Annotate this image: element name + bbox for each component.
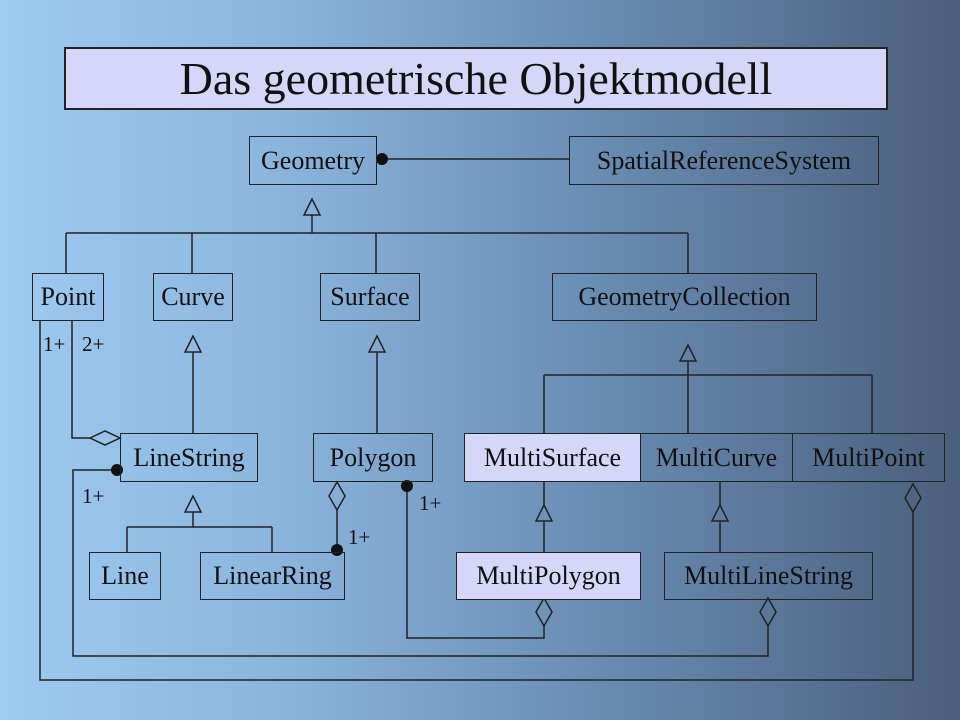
generalization-triangle-multisurface <box>534 503 554 522</box>
multiplicity-linestring-multilinestring: 1+ <box>82 484 105 508</box>
association-dot-geometry <box>376 153 388 165</box>
aggregation-diamond-polygon <box>328 480 346 512</box>
generalization-triangle-curve <box>183 334 203 353</box>
association-dot-linearring <box>331 544 343 556</box>
generalization-triangle-multicurve <box>710 503 730 522</box>
generalization-triangle-linestring <box>183 494 203 513</box>
class-spatial-reference-system: SpatialReferenceSystem <box>569 136 879 185</box>
aggregation-point-multipoint <box>39 321 914 681</box>
aggregation-diamond-multipolygon <box>535 596 553 628</box>
generalization-triangle-collection <box>678 343 698 362</box>
multiplicity-point-linestring: 1+ <box>43 332 66 356</box>
aggregation-point-linestring <box>71 321 90 439</box>
association-dot-polygon <box>401 480 413 492</box>
generalization-geometry <box>65 215 689 273</box>
class-multi-point: MultiPoint <box>792 433 945 482</box>
aggregation-diamond-linestring <box>88 430 122 446</box>
class-line-string: LineString <box>120 433 258 482</box>
aggregation-linestring-multilinestring <box>72 469 769 657</box>
page-title: Das geometrische Objektmodell <box>64 47 888 110</box>
class-multi-line-string: MultiLineString <box>664 552 873 600</box>
class-surface: Surface <box>320 273 420 321</box>
multiplicity-linearring-polygon: 1+ <box>348 525 371 549</box>
class-geometry: Geometry <box>249 136 377 185</box>
class-linear-ring: LinearRing <box>200 552 345 600</box>
generalization-linestring <box>126 512 273 552</box>
class-geometry-collection: GeometryCollection <box>552 273 817 321</box>
multiplicity-polygon-multipolygon: 1+ <box>419 491 442 515</box>
class-point: Point <box>32 273 104 321</box>
multiplicity-linestring-points: 2+ <box>82 332 105 356</box>
class-curve: Curve <box>153 273 233 321</box>
aggregation-diamond-multilinestring <box>759 596 777 628</box>
generalization-collection <box>543 361 873 433</box>
class-multi-surface: MultiSurface <box>464 433 641 482</box>
class-multi-curve: MultiCurve <box>640 433 793 482</box>
generalization-triangle-surface <box>367 334 387 353</box>
class-polygon: Polygon <box>313 433 433 482</box>
class-line: Line <box>89 552 161 600</box>
generalization-triangle-geometry <box>302 197 322 216</box>
class-multi-polygon: MultiPolygon <box>456 552 641 600</box>
aggregation-diamond-multipoint <box>904 482 922 514</box>
aggregation-polygon-multipolygon <box>406 486 545 639</box>
